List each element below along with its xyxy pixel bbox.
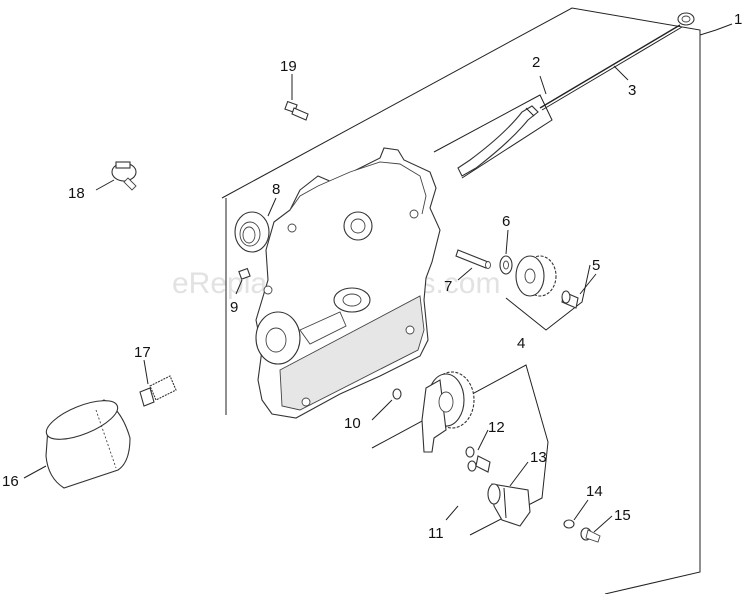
key-9-part (238, 267, 251, 280)
washer-6-part (499, 255, 513, 275)
dipstick-part (539, 12, 695, 111)
callout-18: 18 (68, 185, 85, 202)
leader-lines (23, 23, 733, 533)
bolt-5-part (561, 290, 579, 309)
washer-14-part (563, 519, 575, 529)
oil-pump-part (421, 371, 475, 453)
o-ring-10-part (392, 388, 402, 400)
callout-1: 1 (734, 11, 742, 28)
callout-13: 13 (530, 449, 547, 466)
oil-seal-part (234, 211, 270, 253)
callout-10: 10 (344, 415, 361, 432)
callout-15: 15 (614, 507, 631, 524)
callout-labels: 1 2 3 4 5 6 7 8 9 10 11 12 13 14 15 16 1… (2, 11, 742, 542)
oil-filter-part (45, 399, 131, 489)
pin-7-part (455, 249, 491, 269)
gear-frame (505, 264, 591, 331)
dipstick-tube-part (457, 105, 539, 177)
callout-16: 16 (2, 473, 19, 490)
callout-6: 6 (502, 213, 510, 230)
callout-19: 19 (280, 58, 297, 75)
assembly-frame (221, 7, 717, 594)
callout-17: 17 (134, 344, 151, 361)
callout-11: 11 (428, 525, 444, 542)
bolt-15-part (580, 527, 601, 543)
callout-7: 7 (444, 278, 452, 295)
closure-plate-part (255, 147, 441, 419)
callout-2: 2 (532, 54, 540, 71)
dipstick-tube-frame (433, 94, 553, 179)
o-ring-12-part (465, 446, 491, 473)
plug-18-part (111, 161, 137, 191)
callout-4: 4 (517, 335, 525, 352)
callout-5: 5 (592, 257, 600, 274)
callout-12: 12 (488, 419, 505, 436)
gear-part (515, 255, 557, 297)
callout-3: 3 (628, 82, 636, 99)
filter-adapter-17-part (139, 375, 177, 407)
relief-valve-13-part (487, 483, 531, 527)
bolt-19-part (284, 100, 309, 121)
callout-8: 8 (272, 181, 280, 198)
callout-14: 14 (586, 483, 603, 500)
callout-9: 9 (230, 299, 238, 316)
